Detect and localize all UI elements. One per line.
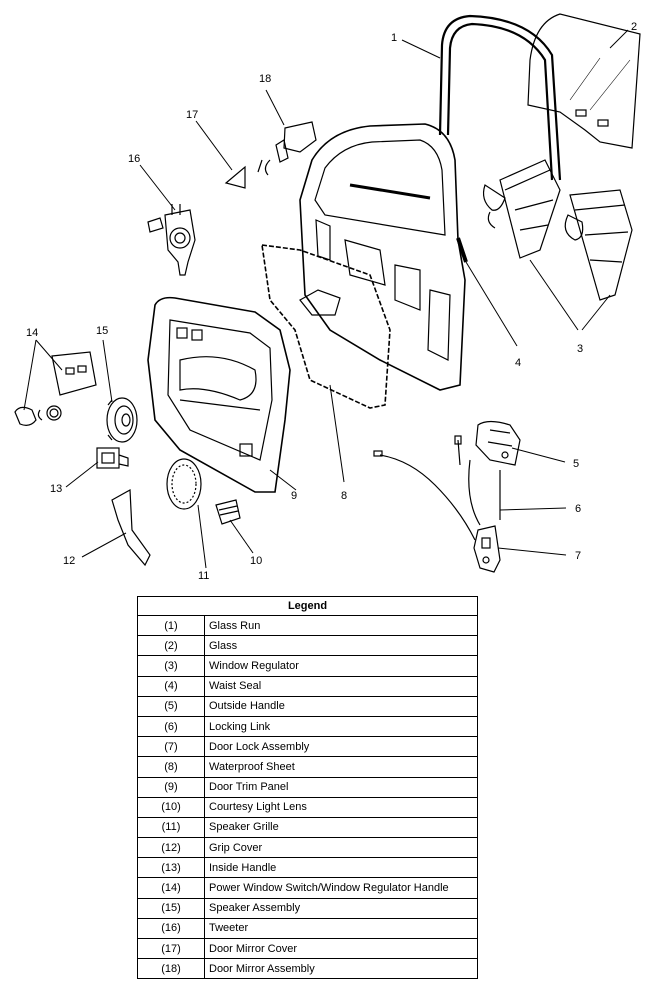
legend-number: (16) xyxy=(137,917,205,940)
legend-number: (5) xyxy=(137,695,205,717)
door-trim-panel-part xyxy=(147,296,291,493)
legend-row: (6)Locking Link xyxy=(137,715,478,738)
legend-number: (12) xyxy=(137,837,205,859)
locking-link-part xyxy=(373,435,501,541)
exploded-door-diagram: 1 2 3 4 5 6 7 8 9 10 11 12 13 14 15 16 1… xyxy=(14,13,641,582)
power-window-switch-part xyxy=(14,351,97,426)
callout-17: 17 xyxy=(186,109,198,121)
window-regulator-part xyxy=(482,159,633,301)
legend-row: (3)Window Regulator xyxy=(137,655,478,677)
legend-label: Speaker Assembly xyxy=(204,897,478,919)
legend-row: (16)Tweeter xyxy=(137,917,478,940)
door-frame-part xyxy=(299,123,466,391)
legend-number: (4) xyxy=(137,675,205,697)
leader-lines xyxy=(23,29,629,569)
waist-seal-part xyxy=(456,237,468,263)
legend-label: Door Lock Assembly xyxy=(204,736,478,758)
legend-number: (10) xyxy=(137,796,205,818)
legend-label: Door Mirror Cover xyxy=(204,937,478,960)
legend-label: Window Regulator xyxy=(204,655,478,677)
inside-handle-part xyxy=(96,447,129,469)
legend-row: (9)Door Trim Panel xyxy=(137,776,478,798)
legend-number: (11) xyxy=(137,816,205,839)
legend-label: Power Window Switch/Window Regulator Han… xyxy=(204,877,478,899)
legend-number: (14) xyxy=(137,877,205,899)
legend-row: (11)Speaker Grille xyxy=(137,816,478,839)
waterproof-sheet-part xyxy=(261,244,391,409)
legend-number: (7) xyxy=(137,736,205,758)
legend-number: (8) xyxy=(137,756,205,778)
callout-2: 2 xyxy=(631,21,637,33)
legend-number: (15) xyxy=(137,897,205,919)
legend-label: Glass xyxy=(204,635,478,657)
glass-part xyxy=(527,13,641,149)
legend-number: (3) xyxy=(137,655,205,677)
callout-5: 5 xyxy=(573,458,579,470)
callout-1: 1 xyxy=(391,32,397,44)
callout-14: 14 xyxy=(26,327,38,339)
courtesy-light-lens-part xyxy=(215,499,241,525)
door-lock-assembly-part xyxy=(473,525,501,573)
legend-title: Legend xyxy=(137,596,478,616)
legend-label: Outside Handle xyxy=(204,695,478,717)
callout-12: 12 xyxy=(63,555,75,567)
legend-label: Door Mirror Assembly xyxy=(204,958,478,980)
legend-row: (7)Door Lock Assembly xyxy=(137,736,478,758)
legend-row: (5)Outside Handle xyxy=(137,695,478,717)
legend-table: Legend (1)Glass Run(2)Glass(3)Window Reg… xyxy=(137,596,478,980)
legend-row: (15)Speaker Assembly xyxy=(137,897,478,919)
legend-number: (6) xyxy=(137,715,205,738)
legend-row: (10)Courtesy Light Lens xyxy=(137,796,478,818)
grip-cover-part xyxy=(111,489,151,567)
door-mirror-assembly-part xyxy=(257,121,317,176)
legend-row: (8)Waterproof Sheet xyxy=(137,756,478,778)
legend-label: Inside Handle xyxy=(204,857,478,879)
legend-row: (13)Inside Handle xyxy=(137,857,478,879)
outside-handle-part xyxy=(475,420,521,466)
legend-label: Courtesy Light Lens xyxy=(204,796,478,818)
legend-number: (13) xyxy=(137,857,205,879)
callout-16: 16 xyxy=(128,153,140,165)
legend-label: Speaker Grille xyxy=(204,816,478,839)
speaker-assembly-part xyxy=(106,397,138,443)
callout-4: 4 xyxy=(515,357,521,369)
legend-row: (17)Door Mirror Cover xyxy=(137,937,478,960)
legend-row: (14)Power Window Switch/Window Regulator… xyxy=(137,877,478,899)
legend-label: Waist Seal xyxy=(204,675,478,697)
callout-3: 3 xyxy=(577,343,583,355)
callout-10: 10 xyxy=(250,555,262,567)
legend-label: Glass Run xyxy=(204,614,478,637)
callout-11: 11 xyxy=(198,570,209,582)
legend-row: (12)Grip Cover xyxy=(137,837,478,859)
callout-9: 9 xyxy=(291,490,297,502)
legend-number: (18) xyxy=(137,958,205,980)
legend-row: (4)Waist Seal xyxy=(137,675,478,697)
callout-6: 6 xyxy=(575,503,581,515)
callout-8: 8 xyxy=(341,490,347,502)
callout-18: 18 xyxy=(259,73,271,85)
legend-number: (17) xyxy=(137,937,205,960)
callout-7: 7 xyxy=(575,550,581,562)
legend-row: (1)Glass Run xyxy=(137,614,478,637)
legend-row: (2)Glass xyxy=(137,635,478,657)
legend-label: Grip Cover xyxy=(204,837,478,859)
legend-label: Door Trim Panel xyxy=(204,776,478,798)
door-mirror-cover-part xyxy=(224,165,246,189)
legend-body: (1)Glass Run(2)Glass(3)Window Regulator(… xyxy=(137,614,478,980)
callout-13: 13 xyxy=(50,483,62,495)
legend-row: (18)Door Mirror Assembly xyxy=(137,958,478,980)
tweeter-part xyxy=(147,204,196,276)
callout-15: 15 xyxy=(96,325,108,337)
legend-label: Locking Link xyxy=(204,715,478,738)
legend-label: Waterproof Sheet xyxy=(204,756,478,778)
legend-number: (9) xyxy=(137,776,205,798)
legend-number: (2) xyxy=(137,635,205,657)
legend-label: Tweeter xyxy=(204,917,478,940)
callout-numbers: 1 2 3 4 5 6 7 8 9 10 11 12 13 14 15 16 1… xyxy=(26,21,637,582)
legend-number: (1) xyxy=(137,614,205,637)
glass-run-part xyxy=(438,14,562,181)
speaker-grille-part xyxy=(166,458,202,510)
